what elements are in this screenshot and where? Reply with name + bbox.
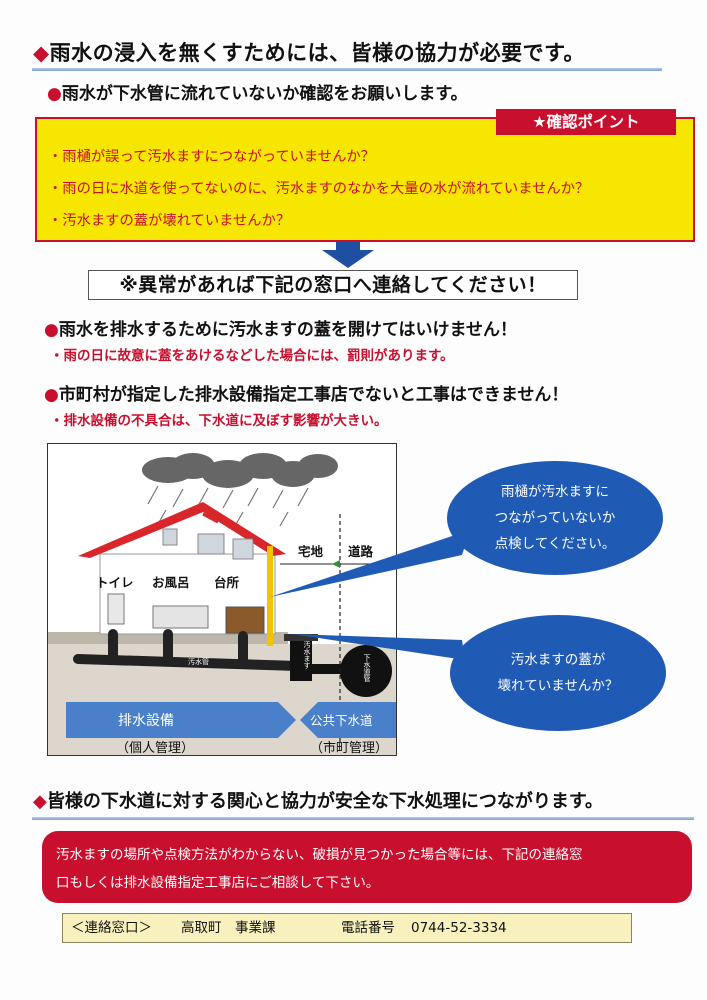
private-mgmt-label: （個人管理） (116, 741, 195, 756)
red-dot-icon: ● (47, 84, 62, 104)
house-drainage-diagram: トイレ お風呂 台所 宅地 道路 汚水管 汚水ます 下水道管 排水設備 公共下水… (47, 443, 397, 756)
diamond-bullet-icon: ◆ (33, 791, 47, 812)
check-points-tab: ★確認ポイント (496, 109, 676, 135)
private-label: 排水設備 (118, 713, 174, 729)
contact-message: 汚水ますの場所や点検方法がわからない、破損が見つかった場合等には、下記の連絡窓 (56, 847, 583, 863)
room-label: 台所 (214, 575, 240, 590)
contact-message: 口もしくは排水設備指定工事店にご相談して下さい。 (56, 875, 380, 891)
check-points-box (35, 117, 695, 242)
contact-window-row: ＜連絡窓口＞ 高取町 事業課 電話番号 0744-52-3334 (62, 913, 632, 943)
public-mgmt-label: （市町管理） (310, 741, 389, 756)
phone-label: 電話番号 (341, 920, 395, 936)
notice-banner: ※異常があれば下記の窓口へ連絡してください！ (88, 270, 578, 300)
diamond-bullet-icon: ◆ (33, 41, 50, 65)
phone-number: 0744-52-3334 (411, 920, 507, 936)
red-dot-icon: ● (44, 320, 59, 340)
rule-heading: ●市町村が指定した排水設備指定工事店でないと工事はできません！ (44, 385, 569, 405)
check-item: ・雨の日に水道を使ってないのに、汚水ますのなかを大量の水が流れていませんか？ (48, 181, 590, 197)
request-line: ●雨水が下水管に流れていないか確認をお願いします。 (47, 84, 468, 104)
contact-office: 高取町 事業課 (181, 920, 276, 936)
room-label: お風呂 (152, 575, 190, 590)
title-rule (32, 68, 662, 71)
lot-label: 宅地 (298, 544, 324, 559)
footer-rule (32, 817, 694, 820)
contact-window-label: ＜連絡窓口＞ (71, 920, 152, 936)
check-item: ・汚水ますの蓋が壊れていませんか？ (48, 213, 291, 229)
pipe-label: 汚水管 (188, 658, 209, 666)
check-item: ・雨樋が誤って汚水ますにつながっていませんか？ (48, 149, 375, 165)
road-label: 道路 (348, 544, 374, 559)
drainage-illustration (48, 453, 396, 755)
bubble-text: 汚水ますの蓋が 壊れていませんか？ (497, 652, 619, 694)
contact-message-box: 汚水ますの場所や点検方法がわからない、破損が見つかった場合等には、下記の連絡窓 … (42, 831, 692, 903)
sewer-label: 下水道管 (363, 654, 371, 682)
public-label: 公共下水道 (310, 713, 373, 728)
red-dot-icon: ● (44, 385, 59, 405)
basin-label: 汚水ます (303, 641, 311, 669)
rule-heading: ●雨水を排水するために汚水ますの蓋を開けてはいけません！ (44, 320, 517, 340)
room-label: トイレ (96, 575, 134, 590)
bubble-text: 雨樋が汚水ますに つながっていないか 点検してください。 (494, 484, 616, 552)
rule-note: ・雨の日に故意に蓋をあけるなどした場合には、罰則があります。 (50, 348, 454, 364)
footer-title: ◆皆様の下水道に対する関心と協力が安全な下水処理につながります。 (33, 791, 604, 812)
page-title: ◆雨水の浸入を無くすためには、皆様の協力が必要です。 (33, 41, 586, 65)
down-arrow-icon (322, 242, 374, 268)
rule-note: ・排水設備の不具合は、下水道に及ぼす影響が大きい。 (50, 413, 388, 429)
